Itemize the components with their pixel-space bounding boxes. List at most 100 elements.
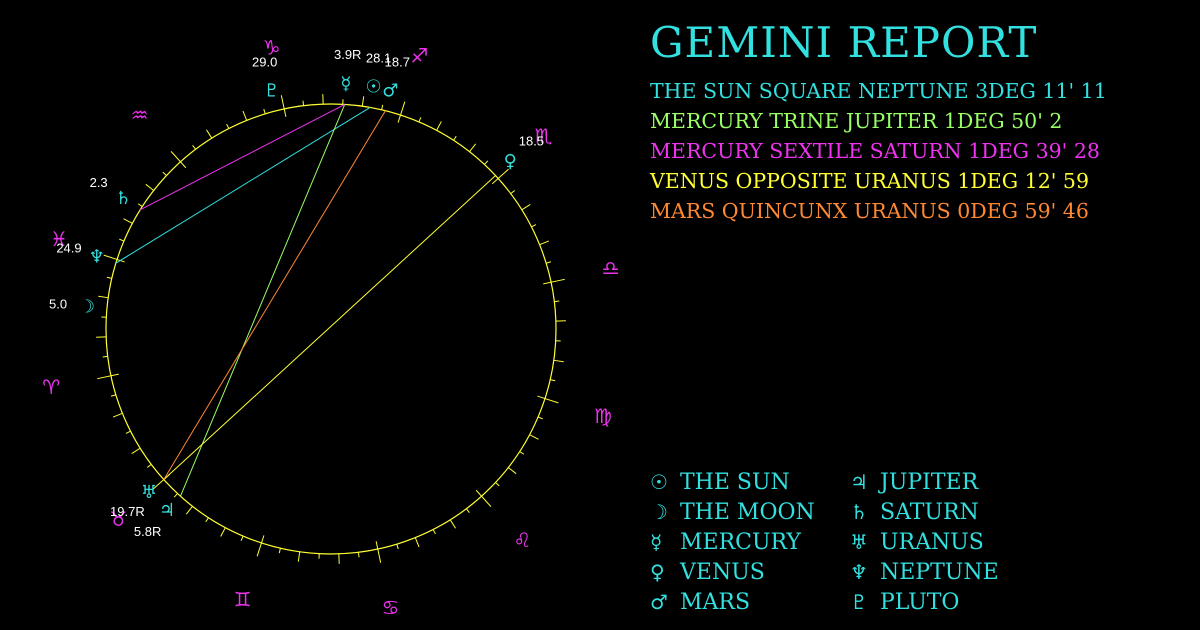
taurus-icon: ♉ (109, 507, 127, 531)
jupiter-degree-label: 5.8R (134, 524, 161, 539)
legend-item-uranus: ♅URANUS (850, 528, 984, 556)
sagittarius-icon: ♐ (410, 43, 428, 67)
uranus-icon: ♅ (141, 482, 157, 503)
legend-item-mercury: ☿MERCURY (650, 528, 801, 556)
venus-icon: ♀ (650, 560, 665, 584)
degree-tick (396, 544, 399, 550)
degree-tick (206, 129, 213, 139)
mercury-icon: ☿ (340, 73, 351, 94)
legend-item-saturn: ♄ SATURN (850, 498, 979, 526)
legend-item-venus: ♀ VENUS (650, 558, 765, 586)
mercury-degree-label: 3.9R (334, 47, 361, 62)
degree-tick (110, 394, 116, 397)
degree-tick (361, 96, 365, 107)
moon-degree-label: 5.0 (49, 297, 67, 312)
degree-tick (131, 447, 141, 454)
degree-tick (491, 168, 509, 185)
degree-tick (449, 519, 456, 529)
degree-tick (436, 121, 442, 131)
degree-tick (106, 276, 112, 279)
degree-tick (397, 101, 406, 123)
degree-tick (510, 190, 515, 194)
degree-tick (466, 508, 470, 513)
legend-label: SATURN (880, 500, 979, 525)
saturn-icon: ♄ (115, 188, 131, 209)
degree-tick (495, 482, 500, 487)
degree-tick (97, 373, 119, 380)
degree-tick (381, 104, 384, 110)
libra-icon: ♎ (602, 256, 620, 280)
aspect-lines (115, 103, 496, 497)
neptune-degree-label: 24.9 (56, 240, 81, 255)
legend-label: NEPTUNE (880, 560, 999, 585)
planet-markers: ☉28.1☽5.0☿3.9R♀18.5♂18.7♃5.8R♄2.3♅19.7R♆… (49, 47, 544, 539)
degree-tick (537, 416, 543, 420)
neptune-icon: ♆ (89, 246, 105, 267)
pisces-icon: ♓ (50, 227, 68, 251)
aries-icon: ♈ (42, 375, 60, 399)
degree-tick (123, 218, 133, 224)
degree-tick (519, 451, 525, 455)
virgo-icon: ♍ (594, 404, 612, 428)
zodiac-circle (105, 103, 557, 555)
degree-tick (226, 123, 230, 129)
capricorn-icon: ♑ (263, 36, 281, 60)
degree-tick (170, 151, 187, 169)
legend-label: JUPITER (880, 470, 979, 495)
degree-tick (418, 117, 422, 123)
degree-tick (98, 295, 109, 299)
degree-tick (537, 395, 559, 404)
aspect-text-mercury-sextile-saturn: MERCURY SEXTILE SATURN 1DEG 39' 28 (650, 139, 1100, 163)
venus-icon: ♀ (504, 151, 517, 172)
legend-item-neptune: ♆NEPTUNE (850, 558, 999, 586)
degree-tick (529, 434, 539, 440)
legend-label: MARS (680, 590, 751, 615)
degree-tick (125, 430, 131, 434)
degree-tick (242, 110, 248, 121)
aspect-text-mars-quincunx-uranus: MARS QUINCUNX URANUS 0DEG 59' 46 (650, 199, 1089, 223)
legend-label: VENUS (680, 560, 765, 585)
degree-tick (414, 537, 420, 548)
degree-tick (205, 517, 209, 523)
legend-label: THE MOON (680, 500, 815, 525)
degree-tick (484, 160, 489, 165)
degree-tick (475, 489, 492, 507)
degree-tick (507, 467, 517, 475)
pluto-icon: ♇ (850, 590, 868, 614)
degree-tick (546, 261, 552, 264)
leo-icon: ♌ (513, 528, 531, 552)
uranus-degree-label: 19.7R (110, 504, 145, 519)
degree-tick (280, 95, 287, 117)
legend-label: THE SUN (680, 470, 790, 495)
aspect-text-sun-square-neptune: THE SUN SQUARE NEPTUNE 3DEG 11' 11 (650, 79, 1107, 103)
legend-item-jupiter: ♃ JUPITER (850, 468, 978, 496)
degree-tick (357, 552, 360, 558)
moon-icon: ☽ (79, 297, 95, 318)
legend-label: MERCURY (680, 530, 801, 555)
degree-tick (543, 278, 565, 285)
aspect-text-venus-opposite-uranus: VENUS OPPOSITE URANUS 1DEG 12' 59 (650, 169, 1089, 193)
jupiter-icon: ♃ (850, 470, 868, 494)
mars-icon: ♂ (382, 80, 398, 101)
gemini-icon: ♊ (234, 588, 252, 612)
legend-item-pluto: ♇PLUTO (850, 588, 959, 616)
degree-tick (531, 224, 537, 228)
degree-tick (145, 183, 155, 191)
degree-tick (550, 379, 556, 382)
degree-tick (539, 240, 550, 246)
aspect-line-venus-uranus (163, 175, 496, 480)
degree-tick (263, 108, 266, 114)
degree-tick (102, 355, 108, 358)
scorpio-icon: ♏ (535, 124, 553, 148)
degree-tick (240, 535, 244, 541)
sun-icon: ☉ (365, 77, 381, 98)
saturn-icon: ♄ (850, 500, 868, 524)
aspect-line-mercury-jupiter (179, 104, 346, 497)
degree-tick (256, 535, 265, 557)
zodiac-signs: ♈♉♊♋♌♍♎♏♐♑♒♓ (42, 36, 619, 620)
legend-label: URANUS (880, 530, 984, 555)
pluto-degree-label: 29.0 (252, 55, 277, 70)
legend-item-sun: ☉THE SUN (650, 468, 790, 496)
saturn-degree-label: 2.3 (90, 175, 108, 190)
legend-item-mars: ♂MARS (650, 588, 750, 616)
